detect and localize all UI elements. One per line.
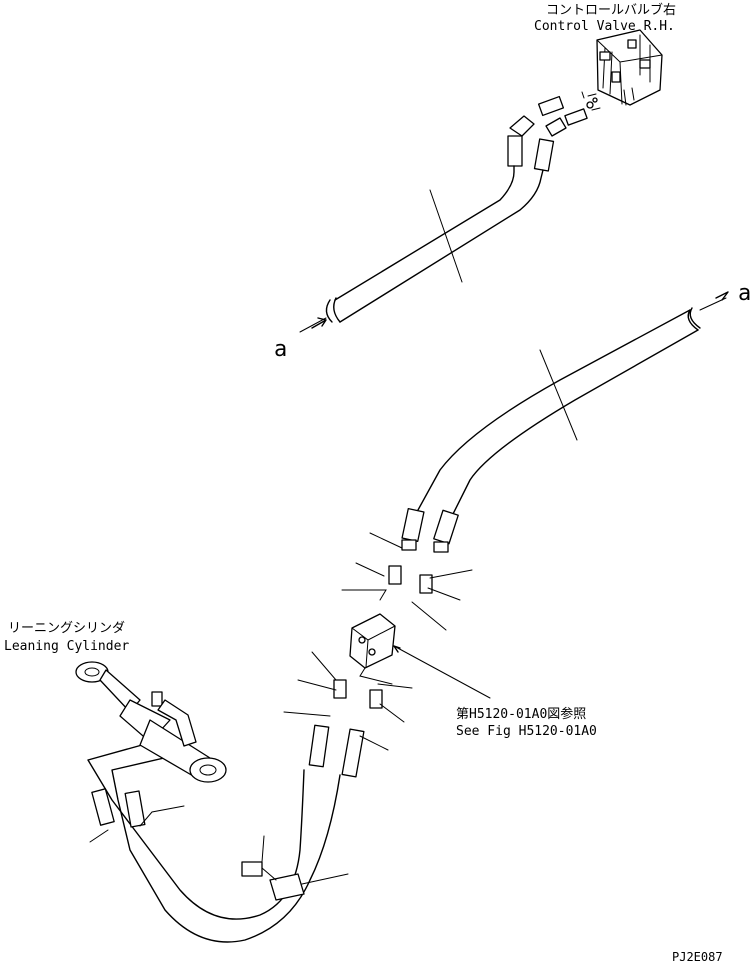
drawing-code-label: PJ2E087 [672,950,723,964]
valve-fittings [537,91,601,126]
manifold-block [349,613,396,669]
leaning-cylinder-jp-label: リーニングシリンダ [8,621,125,636]
top-hose-fittings [401,508,459,553]
leader-lines [283,532,491,751]
lower-hose-pair [417,291,729,517]
clamp [241,835,349,901]
connector-a-right-label: a [738,281,751,306]
connector-a-left-label: a [274,337,287,362]
lower-hose-fittings [308,724,365,778]
upper-hose-elbows [507,115,567,172]
leaning-cylinder-en-label: Leaning Cylinder [4,639,129,654]
cylinder-hoses [87,739,341,943]
control-valve-rh [596,29,663,106]
upper-hose-pair [299,165,544,333]
leaning-cylinder [75,661,227,783]
see-fig-en-label: See Fig H5120-01A0 [456,724,597,739]
control-valve-en-label: Control Valve R.H. [534,19,675,34]
control-valve-jp-label: コントロールバルブ右 [546,2,676,18]
see-fig-jp-label: 第H5120-01A0図参照 [456,706,586,722]
